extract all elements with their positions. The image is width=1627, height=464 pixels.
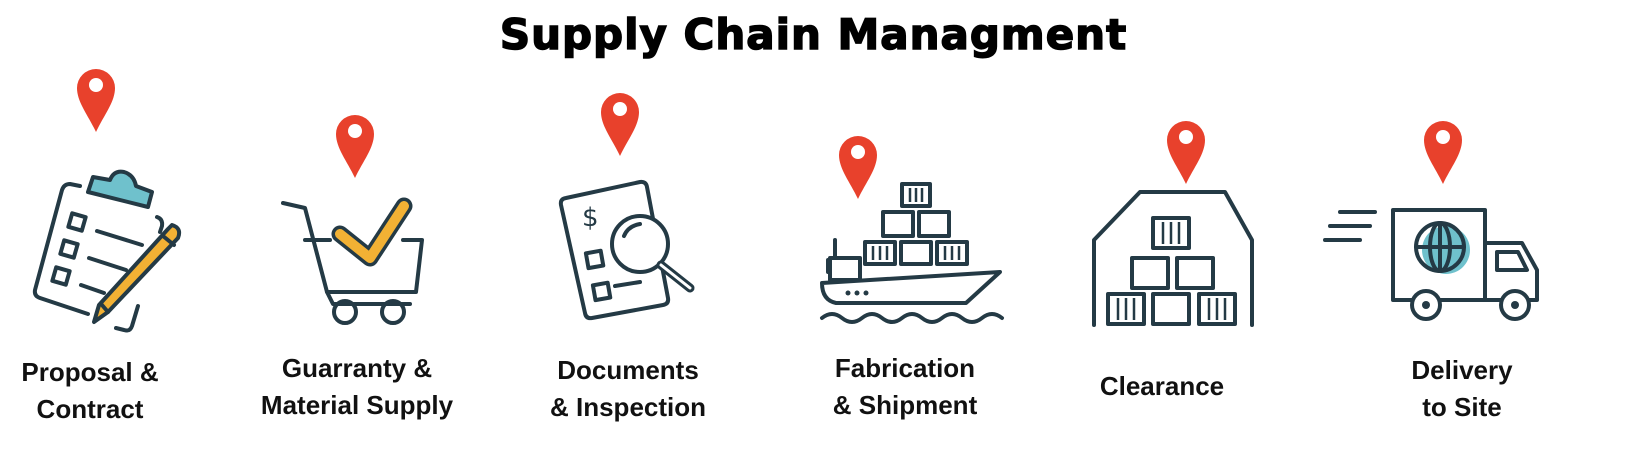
label-line: Contract [36, 394, 144, 424]
location-pin-icon [1167, 121, 1205, 184]
clipboard-pencil-icon [32, 169, 182, 333]
delivery-truck-icon [1323, 208, 1539, 321]
label-line: Material Supply [260, 390, 454, 420]
label-line: Clearance [1099, 371, 1225, 401]
location-pin-icon [77, 69, 115, 132]
page-title: Supply Chain Managment [499, 9, 1128, 60]
step-label-proposal: Proposal & Contract [21, 354, 158, 428]
label-line: to Site [1422, 392, 1502, 422]
location-pin-icon [601, 93, 639, 156]
step-label-documents: Documents & Inspection [550, 352, 706, 426]
label-line: & Shipment [832, 390, 978, 420]
step-label-delivery: Delivery to Site [1411, 352, 1512, 426]
dollar-symbol: $ [582, 203, 599, 233]
step-label-clearance: Clearance [1100, 368, 1224, 405]
document-magnifier-icon: $ [558, 179, 695, 321]
location-pin-icon [1424, 121, 1462, 184]
step-label-guarranty: Guarranty & Material Supply [261, 350, 453, 424]
label-line: Proposal & [21, 357, 159, 387]
label-line: Documents [557, 355, 699, 385]
cargo-ship-icon [820, 182, 1004, 324]
step-label-fabrication: Fabrication & Shipment [833, 350, 977, 424]
location-pin-icon [336, 115, 374, 178]
label-line: Delivery [1411, 355, 1513, 385]
warehouse-icon [1092, 190, 1254, 327]
label-line: Fabrication [834, 353, 976, 383]
cart-check-icon [281, 197, 424, 325]
location-pin-icon [839, 136, 877, 199]
label-line: & Inspection [549, 392, 707, 422]
label-line: Guarranty & [281, 353, 433, 383]
